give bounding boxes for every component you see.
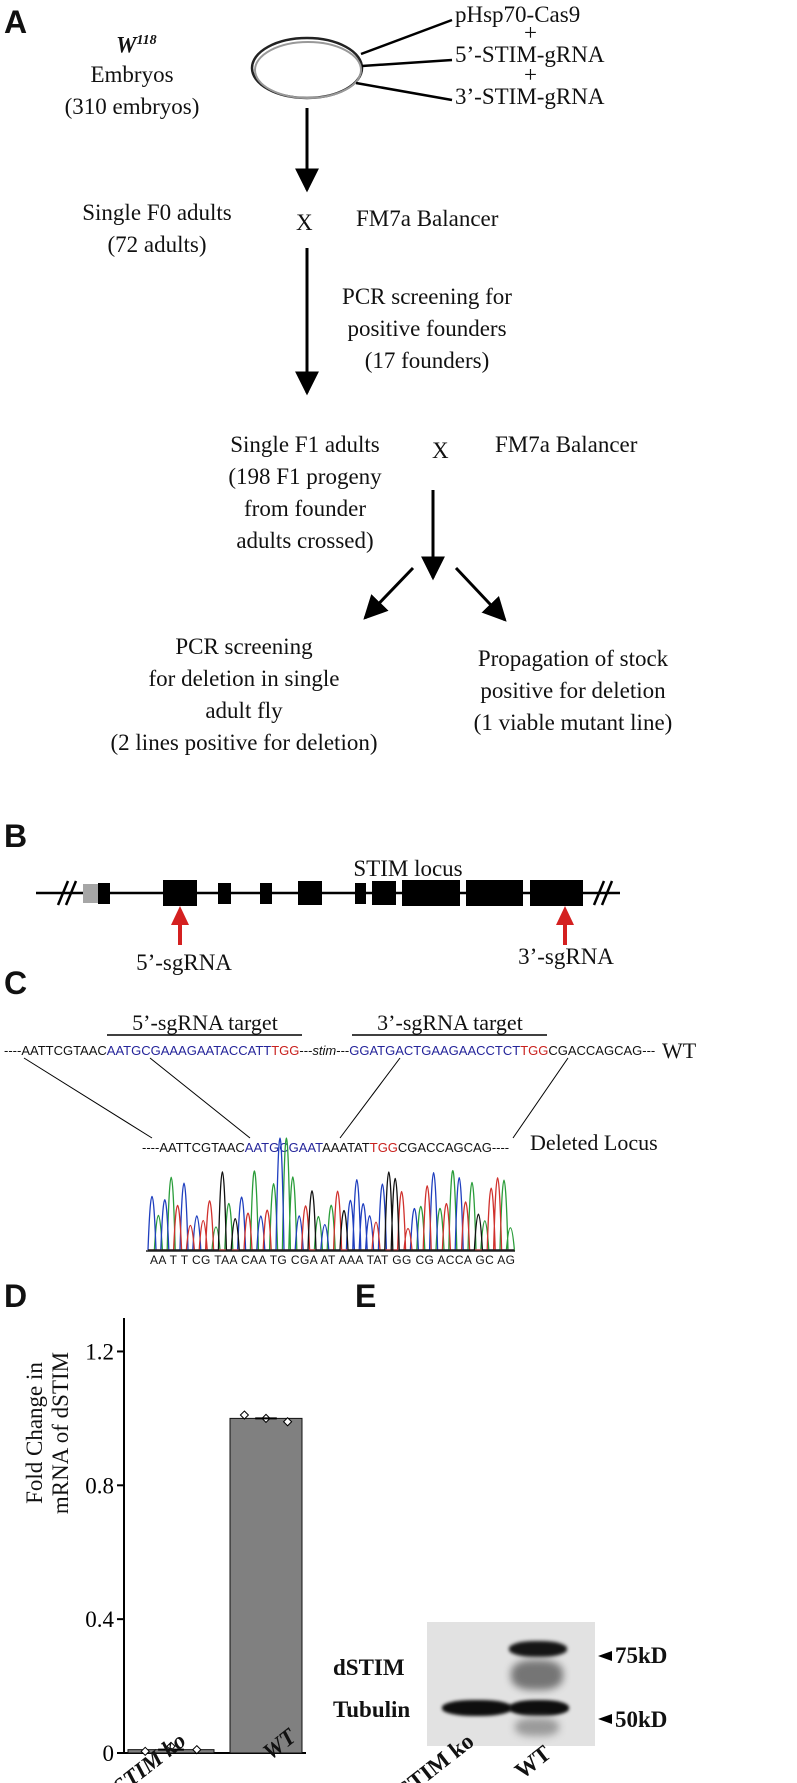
f1-adults-line2: (198 F1 progeny bbox=[228, 464, 382, 489]
f1-adults-line3: from founder bbox=[244, 496, 366, 521]
align-line-2 bbox=[149, 1057, 251, 1139]
right-branch-line3: (1 viable mutant line) bbox=[473, 710, 673, 735]
y-tick-label: 0 bbox=[103, 1741, 115, 1766]
arrow-to-right-branch bbox=[454, 566, 507, 622]
pcr-founders-line3: (17 founders) bbox=[364, 348, 490, 373]
data-point bbox=[239, 1410, 250, 1420]
pcr-founders-line2: positive founders bbox=[347, 316, 507, 341]
y-tick-label: 0.8 bbox=[85, 1473, 114, 1498]
exon-4 bbox=[260, 883, 272, 904]
deleted-sequence: ----AATTCGTAACAATGCGAATAAATATTGGCGACCAGC… bbox=[142, 1140, 510, 1155]
band-tubulin-ko bbox=[442, 1700, 512, 1716]
injection-line-2 bbox=[361, 58, 453, 68]
data-point bbox=[192, 1744, 202, 1755]
target-3-label: 3’-sgRNA target bbox=[377, 1010, 523, 1035]
exon-9 bbox=[466, 880, 523, 906]
left-branch-line1: PCR screening bbox=[175, 634, 313, 659]
target-5-label: 5’-sgRNA target bbox=[132, 1010, 278, 1035]
band-label-tubulin: Tubulin bbox=[333, 1697, 411, 1722]
break-mark-left bbox=[56, 880, 70, 906]
panel-label-c: C bbox=[4, 965, 28, 1001]
injection-line-3 bbox=[355, 81, 453, 102]
embryos-label: Embryos bbox=[90, 62, 174, 87]
right-branch-line2: positive for deletion bbox=[480, 678, 666, 703]
utr-box bbox=[83, 884, 98, 903]
trace-channel-1 bbox=[147, 1137, 514, 1251]
sgrna-3-arrow bbox=[556, 906, 574, 945]
plus-1: + bbox=[524, 20, 537, 45]
marker-arrow-50 bbox=[598, 1714, 612, 1724]
arrow-to-left-branch bbox=[363, 566, 415, 620]
trace-channel-2 bbox=[148, 1177, 514, 1251]
panel-label-e: E bbox=[355, 1278, 377, 1314]
exon-1 bbox=[98, 883, 110, 904]
bar-1 bbox=[229, 1417, 303, 1754]
align-line-4 bbox=[512, 1057, 569, 1139]
band-tubulin-wt bbox=[509, 1700, 569, 1716]
panel-label-d: D bbox=[4, 1278, 28, 1314]
western-blot bbox=[427, 1622, 595, 1746]
f1-adults-line4: adults crossed) bbox=[236, 528, 374, 553]
y-tick-label: 1.2 bbox=[85, 1339, 114, 1364]
exon-10 bbox=[530, 880, 583, 906]
balancer-2: FM7a Balancer bbox=[495, 432, 638, 457]
band-label-dstim: dSTIM bbox=[333, 1655, 405, 1680]
plus-2: + bbox=[524, 62, 537, 87]
pcr-founders-line1: PCR screening for bbox=[342, 284, 512, 309]
embryo-count: (310 embryos) bbox=[64, 94, 200, 119]
deleted-locus-label: Deleted Locus bbox=[530, 1130, 658, 1155]
data-point bbox=[140, 1746, 150, 1757]
stim-locus-label: STIM locus bbox=[353, 856, 463, 881]
band-stim-wt bbox=[509, 1641, 567, 1657]
panel-label-b: B bbox=[4, 818, 28, 854]
injection-cas9: pHsp70-Cas9 bbox=[455, 2, 581, 27]
exon-2 bbox=[163, 880, 197, 906]
break-mark-right bbox=[592, 880, 606, 906]
panel-label-a: A bbox=[4, 4, 28, 40]
marker-arrow-75 bbox=[598, 1651, 612, 1661]
injection-5-grna: 5’-STIM-gRNA bbox=[455, 42, 605, 67]
injection-line-1 bbox=[360, 18, 453, 56]
exon-3 bbox=[218, 883, 231, 904]
exon-8 bbox=[402, 880, 460, 906]
left-branch-line4: (2 lines positive for deletion) bbox=[110, 730, 378, 755]
cross-symbol-2: X bbox=[432, 438, 449, 463]
f1-adults-line1: Single F1 adults bbox=[230, 432, 380, 457]
sgrna-5-arrow bbox=[171, 906, 189, 945]
exon-6 bbox=[355, 883, 366, 904]
left-branch-line3: adult fly bbox=[205, 698, 283, 723]
sgrna-5-label: 5’-sgRNA bbox=[136, 950, 232, 975]
f0-adults-count: (72 adults) bbox=[107, 232, 207, 257]
exon-7 bbox=[372, 881, 396, 905]
exon-5 bbox=[298, 881, 322, 905]
wt-sequence: ----AATTCGTAACAATGCGAAAGAATACCATTTGG---s… bbox=[4, 1043, 656, 1058]
y-tick-label: 0.4 bbox=[85, 1607, 114, 1632]
sgrna-3-label: 3’-sgRNA bbox=[518, 944, 614, 969]
band-smear-wt bbox=[511, 1660, 563, 1690]
band-smear-below bbox=[515, 1718, 559, 1736]
data-point bbox=[282, 1417, 293, 1427]
cross-symbol-1: X bbox=[296, 210, 313, 235]
marker-50kd: 50kD bbox=[615, 1707, 668, 1732]
right-branch-line1: Propagation of stock bbox=[477, 646, 669, 671]
f0-adults-label: Single F0 adults bbox=[82, 200, 232, 225]
marker-75kd: 75kD bbox=[615, 1643, 668, 1668]
wt-label: WT bbox=[662, 1038, 697, 1063]
align-line-3 bbox=[339, 1057, 401, 1139]
left-branch-line2: for deletion in single bbox=[148, 666, 340, 691]
strain-name: W118 bbox=[116, 32, 157, 58]
trace-channel-3 bbox=[148, 1171, 514, 1251]
chromatogram-bases: AA T T CG TAA CAA TG CGA AT AAA TAT GG C… bbox=[150, 1253, 516, 1267]
align-line-1 bbox=[23, 1057, 153, 1139]
injection-3-grna: 3’-STIM-gRNA bbox=[455, 84, 605, 109]
balancer-1: FM7a Balancer bbox=[356, 206, 499, 231]
